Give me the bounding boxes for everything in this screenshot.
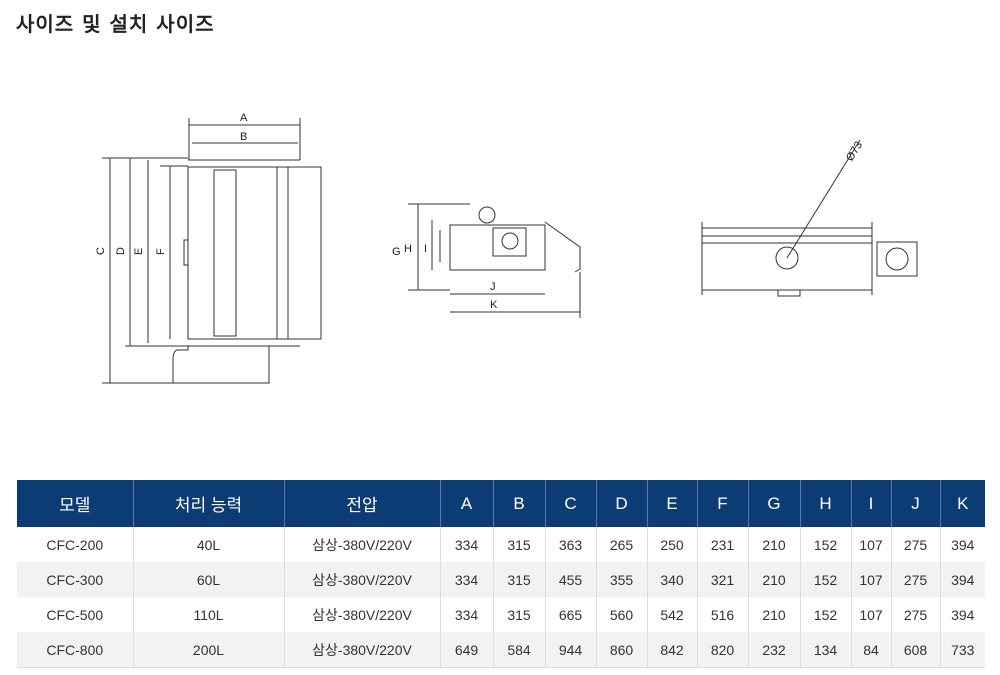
table-cell: 334: [439, 597, 493, 632]
table-cell: 340: [646, 562, 697, 597]
column-header: H: [799, 480, 851, 527]
table-cell: 200L: [132, 632, 284, 668]
table-cell: 394: [939, 597, 985, 632]
table-cell: 40L: [132, 527, 284, 562]
column-header: 모델: [17, 480, 133, 527]
table-cell: 84: [850, 632, 891, 668]
column-header: 처리 능력: [132, 480, 284, 527]
table-cell: 107: [850, 527, 891, 562]
table-cell: 315: [492, 597, 545, 632]
table-cell: 363: [544, 527, 596, 562]
column-header: F: [696, 480, 748, 527]
table-cell: 107: [850, 597, 891, 632]
column-header: A: [439, 480, 493, 527]
column-header: K: [939, 480, 985, 527]
table-cell: 560: [595, 597, 647, 632]
table-cell: 삼상-380V/220V: [283, 527, 440, 562]
table-cell: 275: [890, 562, 940, 597]
column-header: D: [595, 480, 647, 527]
table-cell: 334: [439, 562, 493, 597]
dim-label-j: J: [490, 281, 496, 293]
front-view-drawing: Ø73: [701, 139, 918, 297]
dim-label-a: A: [240, 112, 248, 124]
table-cell: 355: [595, 562, 647, 597]
table-cell: 315: [492, 527, 545, 562]
table-cell: 275: [890, 527, 940, 562]
table-cell: 삼상-380V/220V: [283, 632, 440, 668]
table-cell: CFC-300: [17, 562, 133, 597]
table-cell: 608: [890, 632, 940, 668]
table-cell: CFC-500: [46, 606, 104, 623]
dim-label-i: I: [424, 243, 427, 255]
table-cell: 265: [595, 527, 647, 562]
table-cell: 134: [799, 632, 851, 668]
column-header: 전압: [283, 480, 440, 527]
column-header: J: [890, 480, 940, 527]
dim-label-k: K: [490, 299, 498, 311]
table-cell: 516: [696, 597, 748, 632]
table-cell: 584: [492, 632, 545, 668]
table-cell: 733: [939, 632, 985, 668]
column-header: I: [850, 480, 891, 527]
table-cell: 860: [595, 632, 647, 668]
table-cell: CFC-800: [17, 632, 133, 668]
table-cell: 820: [696, 632, 748, 668]
dim-label-c: C: [95, 247, 107, 255]
column-header: E: [646, 480, 697, 527]
table-cell: 삼상-380V/220V: [283, 562, 440, 597]
table-cell: 250: [646, 527, 697, 562]
dim-label-h: H: [404, 243, 412, 255]
table-cell: 649: [439, 632, 493, 668]
table-cell: 110L: [132, 597, 284, 632]
column-header: B: [492, 480, 545, 527]
table-cell: 152: [799, 562, 851, 597]
table-cell: CFC-200: [46, 536, 104, 553]
table-cell: 334: [439, 527, 493, 562]
table-cell: 542: [646, 597, 697, 632]
table-cell: 394: [939, 562, 985, 597]
dimension-drawings: A B C D E F G H I J K Ø73: [95, 112, 918, 384]
dim-label-b: B: [240, 131, 247, 143]
dim-label-f: F: [155, 248, 167, 255]
table-cell: 삼상-380V/220V: [283, 597, 440, 632]
table-cell: 210: [747, 597, 800, 632]
table-cell: 152: [799, 527, 851, 562]
page-title: 사이즈 및 설치 사이즈: [16, 12, 215, 36]
dim-label-d: D: [115, 247, 127, 255]
table-cell: 152: [799, 597, 851, 632]
dim-label-e: E: [133, 248, 145, 255]
column-header: C: [544, 480, 596, 527]
table-cell: 231: [696, 527, 748, 562]
table-cell: 665: [544, 597, 596, 632]
side-view-drawing: G H I J K: [392, 203, 581, 318]
table-cell: 842: [646, 632, 697, 668]
table-cell: 455: [544, 562, 596, 597]
table-cell: 232: [747, 632, 800, 668]
table-cell: 210: [747, 562, 800, 597]
top-view-drawing: A B C D E F: [95, 112, 322, 384]
table-cell: 210: [747, 527, 800, 562]
diameter-label: Ø73: [844, 139, 865, 163]
dim-label-g: G: [392, 246, 401, 258]
table-cell: 107: [850, 562, 891, 597]
table-cell: 315: [492, 562, 545, 597]
table-cell: 275: [890, 597, 940, 632]
table-cell: 944: [544, 632, 596, 668]
table-cell: 394: [939, 527, 985, 562]
column-header: G: [747, 480, 800, 527]
table-cell: 321: [696, 562, 748, 597]
table-cell: 60L: [132, 562, 284, 597]
